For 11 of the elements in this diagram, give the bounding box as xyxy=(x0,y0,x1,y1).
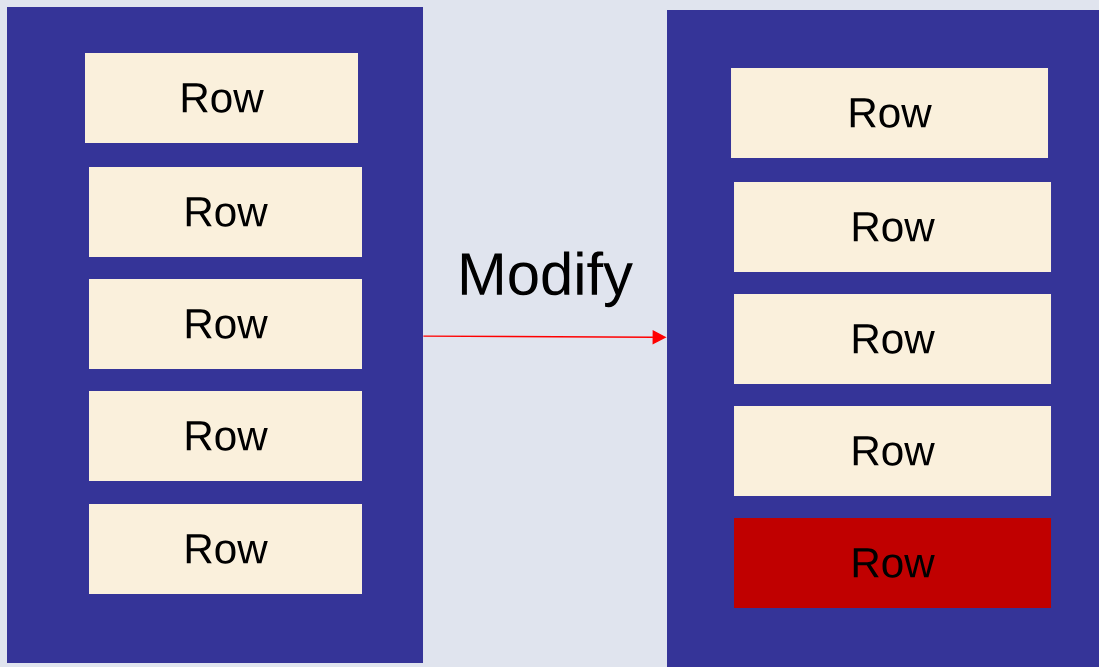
row-box: Row xyxy=(734,294,1051,384)
row-box: Row xyxy=(731,68,1048,158)
edge-label: Modify xyxy=(461,251,633,308)
row-box: Row xyxy=(85,53,358,143)
row-box: Row xyxy=(89,279,362,369)
row-box: Row xyxy=(734,518,1051,608)
row-box: Row xyxy=(89,504,362,594)
row-box: Row xyxy=(89,167,362,257)
row-box: Row xyxy=(734,406,1051,496)
row-box: Row xyxy=(89,391,362,481)
row-box: Row xyxy=(734,182,1051,272)
